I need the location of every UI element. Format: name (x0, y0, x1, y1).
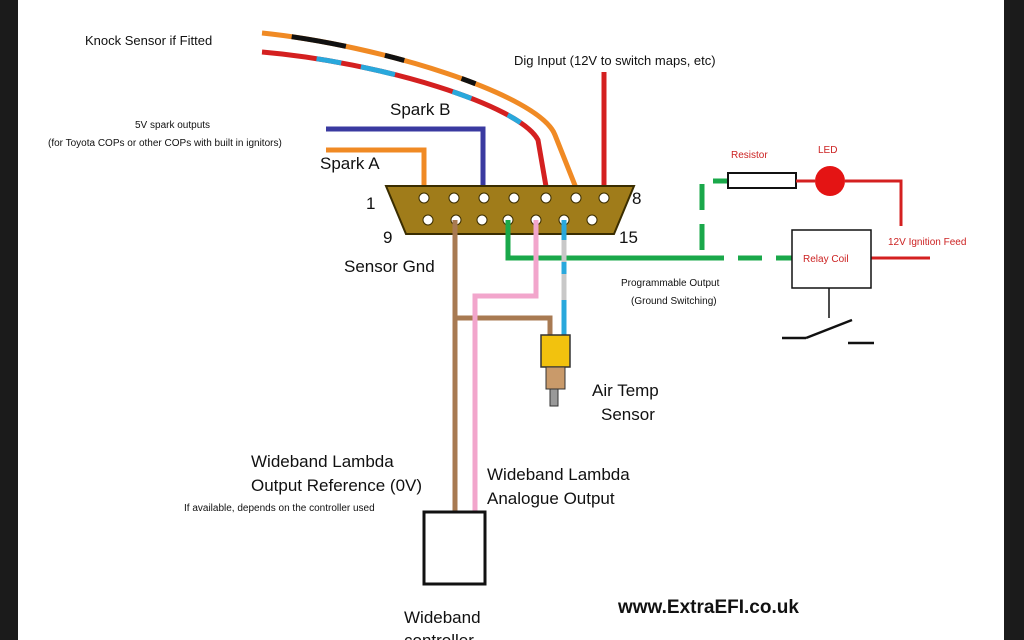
pin-8-label: 8 (632, 189, 641, 208)
connector-pins-top (418, 192, 610, 204)
wb-ref-label-line1: Wideband Lambda (251, 452, 394, 471)
wiring-diagram: Knock Sensor if Fitted Dig Input (12V to… (48, 30, 966, 640)
knock-cable-red-stripe (261, 49, 551, 199)
pin-15-label: 15 (619, 228, 638, 247)
knock-cable-orange-stripe (261, 30, 583, 199)
resistor-feed-dashed (699, 178, 728, 250)
led-feed-wire (845, 179, 903, 226)
relay-switch-symbol (782, 318, 874, 345)
relay-coil-box (791, 229, 872, 289)
relay-coil-label: Relay Coil (803, 254, 849, 265)
sensor-gnd-label: Sensor Gnd (344, 257, 435, 276)
resistor-label: Resistor (731, 150, 768, 161)
knock-cable-red (261, 49, 551, 199)
pin-1-label: 1 (366, 194, 375, 213)
brand-url: www.ExtraEFI.co.uk (617, 597, 799, 618)
diagram-sheet: Knock Sensor if Fitted Dig Input (12V to… (18, 0, 1004, 640)
spark-outputs-title: 5V spark outputs (135, 120, 210, 131)
prog-output-note: (Ground Switching) (631, 296, 717, 307)
wb-ref-note: If available, depends on the controller … (184, 503, 375, 514)
pin-9-label: 9 (383, 228, 392, 247)
led-symbol (815, 166, 845, 196)
spark-a-label: Spark A (320, 154, 380, 173)
sensor-gnd-branch (455, 315, 553, 336)
spark-a-wire (326, 147, 427, 198)
prog-output-wire (505, 220, 700, 261)
wb-analogue-label-line2: Analogue Output (487, 489, 615, 508)
led-label: LED (818, 145, 837, 156)
wb-ref-label-line2: Output Reference (0V) (251, 476, 422, 495)
air-temp-label-line1: Air Temp (592, 381, 659, 400)
air-temp-sensor-head (540, 334, 571, 368)
spark-outputs-note: (for Toyota COPs or other COPs with buil… (48, 138, 282, 149)
knock-sensor-label: Knock Sensor if Fitted (85, 33, 212, 48)
wb-analogue-label-line1: Wideband Lambda (487, 465, 630, 484)
prog-output-label: Programmable Output (621, 278, 720, 289)
spark-b-wire (326, 126, 486, 198)
air-temp-sensor-tip (549, 388, 559, 407)
air-temp-label-line2: Sensor (601, 405, 655, 424)
ignition-feed-label: 12V Ignition Feed (888, 237, 966, 248)
wideband-controller-label-line1: Wideband (404, 608, 481, 627)
wideband-controller-box (422, 510, 487, 586)
spark-b-label: Spark B (390, 100, 450, 119)
dig-input-label: Dig Input (12V to switch maps, etc) (514, 53, 716, 68)
wideband-controller-label-line2: controller (404, 631, 474, 640)
air-temp-sensor-thread (545, 366, 566, 390)
resistor-symbol (727, 172, 797, 189)
wb-analogue-wire (472, 220, 539, 512)
